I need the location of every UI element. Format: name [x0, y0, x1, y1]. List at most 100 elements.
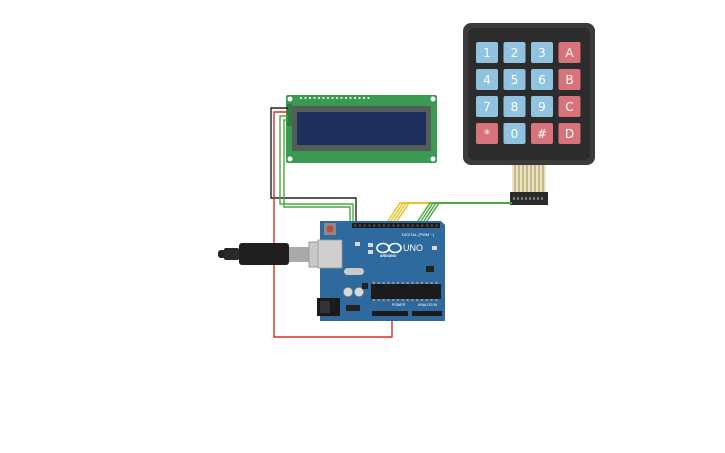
- regulator: [346, 305, 360, 311]
- wire-lcd-sda: [279, 115, 354, 224]
- ic-pin: [421, 299, 423, 301]
- ic-pin: [387, 282, 390, 284]
- keypad-key[interactable]: D: [558, 123, 581, 144]
- wire-5v: [273, 111, 393, 338]
- key-cap: [558, 69, 581, 90]
- lcd-pin: [331, 97, 334, 99]
- keypad-key[interactable]: 4: [476, 69, 498, 90]
- key-cap: [476, 123, 498, 144]
- analog-label: ANALOG IN: [418, 303, 438, 307]
- lcd-display[interactable]: [286, 95, 437, 163]
- ic-pin: [397, 282, 399, 284]
- lcd-mount-hole: [430, 156, 436, 162]
- ic-pin: [406, 299, 409, 301]
- digital-label: DIGITAL (PWM ~): [402, 232, 435, 237]
- key-label: 9: [538, 100, 546, 114]
- wire-key-6: [418, 202, 512, 225]
- key-label: 6: [538, 73, 546, 87]
- header-pin: [416, 224, 419, 227]
- lcd-pin: [345, 97, 347, 99]
- analog-header: [412, 311, 442, 316]
- key-cap: [558, 96, 581, 117]
- header-pin: [430, 224, 433, 227]
- ic-pin: [401, 299, 404, 301]
- wire-key-1: [385, 202, 512, 225]
- key-cap: [503, 42, 526, 63]
- ic-pin: [435, 282, 438, 284]
- keypad-key[interactable]: 5: [503, 69, 526, 90]
- lcd-header-pins: [300, 97, 370, 99]
- key-label: 7: [483, 100, 491, 114]
- lcd-screen: [297, 112, 426, 145]
- keypad-key[interactable]: C: [558, 96, 581, 117]
- key-cap: [476, 96, 498, 117]
- keypad-key[interactable]: 1: [476, 42, 498, 63]
- header-pin: [406, 224, 409, 227]
- key-label: 4: [483, 73, 491, 87]
- arduino-logo: UNO ARDUINO: [376, 242, 423, 258]
- key-label: 8: [511, 100, 519, 114]
- lcd-pin: [358, 97, 361, 99]
- header-pin: [435, 224, 438, 227]
- key-cap: [531, 123, 553, 144]
- lcd-pin: [300, 97, 302, 99]
- header-pin: [411, 224, 414, 227]
- lcd-mount-hole: [287, 96, 293, 102]
- wire-key-8: [424, 202, 512, 225]
- lcd-pin: [336, 97, 338, 99]
- arduino-uno[interactable]: DIGITAL (PWM ~) UNO ARDUINO POWER ANALOG…: [317, 221, 445, 321]
- key-cap: [531, 69, 553, 90]
- ic-pin: [377, 299, 380, 301]
- keypad-key[interactable]: B: [558, 69, 581, 90]
- ic-pin: [382, 299, 385, 301]
- keypad-key[interactable]: A: [558, 42, 581, 63]
- header-pin: [402, 224, 404, 227]
- ic-pin: [416, 282, 419, 284]
- keypad-key[interactable]: 3: [531, 42, 553, 63]
- keypad-key[interactable]: 9: [531, 96, 553, 117]
- ic-pin: [397, 299, 399, 301]
- header-pin: [358, 224, 361, 227]
- keypad-key[interactable]: 0: [503, 123, 526, 144]
- atmega-chip: [371, 284, 441, 299]
- ic-pin: [401, 282, 404, 284]
- crystal: [344, 268, 364, 275]
- header-pin: [397, 224, 400, 227]
- header-pin: [363, 224, 366, 227]
- ic-pin: [416, 299, 419, 301]
- key-label: B: [565, 73, 573, 87]
- ic-pin: [392, 299, 395, 301]
- key-label: *: [484, 127, 490, 141]
- keypad-key[interactable]: *: [476, 123, 498, 144]
- keypad-key[interactable]: 2: [503, 42, 526, 63]
- digital-header: [352, 223, 440, 228]
- wires: [270, 107, 512, 338]
- keypad-key[interactable]: 7: [476, 96, 498, 117]
- arduino-brand-text: ARDUINO: [380, 254, 397, 258]
- ic-pin: [373, 282, 375, 284]
- lcd-side-pins: [287, 104, 292, 126]
- keypad-key[interactable]: 6: [531, 69, 553, 90]
- header-pin: [373, 224, 376, 227]
- key-cap: [476, 69, 498, 90]
- keypad-key[interactable]: 8: [503, 96, 526, 117]
- key-cap: [503, 69, 526, 90]
- ic-pin: [406, 282, 409, 284]
- wire-key-7: [421, 202, 512, 225]
- power-header: [372, 311, 408, 316]
- header-pin: [392, 224, 395, 227]
- key-cap: [531, 42, 553, 63]
- keypad-key[interactable]: #: [531, 123, 553, 144]
- key-label: D: [565, 127, 574, 141]
- ic-pin: [425, 299, 428, 301]
- lcd-pin: [340, 97, 343, 99]
- capacitor: [354, 287, 364, 297]
- lcd-pin: [318, 97, 320, 99]
- lcd-pin: [354, 97, 356, 99]
- header-pin: [387, 224, 390, 227]
- lcd-mount-hole: [430, 96, 436, 102]
- key-cap: [503, 96, 526, 117]
- ic-pin: [377, 282, 380, 284]
